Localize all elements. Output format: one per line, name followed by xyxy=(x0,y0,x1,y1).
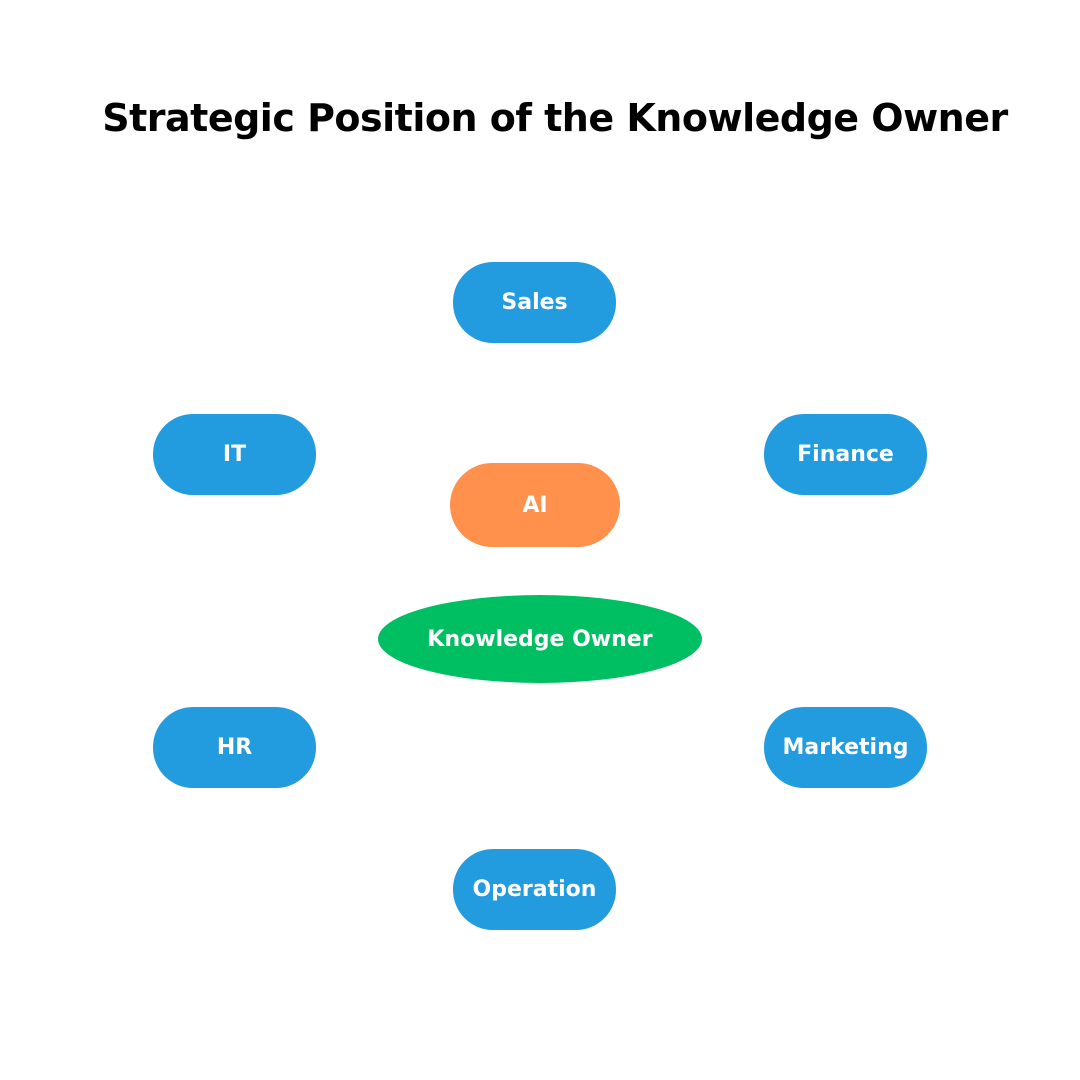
diagram-title: Strategic Position of the Knowledge Owne… xyxy=(102,96,1008,140)
node-it: IT xyxy=(153,414,316,495)
node-operation: Operation xyxy=(453,849,616,930)
node-knowledge-owner: Knowledge Owner xyxy=(378,595,702,683)
node-sales: Sales xyxy=(453,262,616,343)
node-marketing: Marketing xyxy=(764,707,927,788)
node-ai: AI xyxy=(450,463,620,547)
node-hr: HR xyxy=(153,707,316,788)
node-finance: Finance xyxy=(764,414,927,495)
